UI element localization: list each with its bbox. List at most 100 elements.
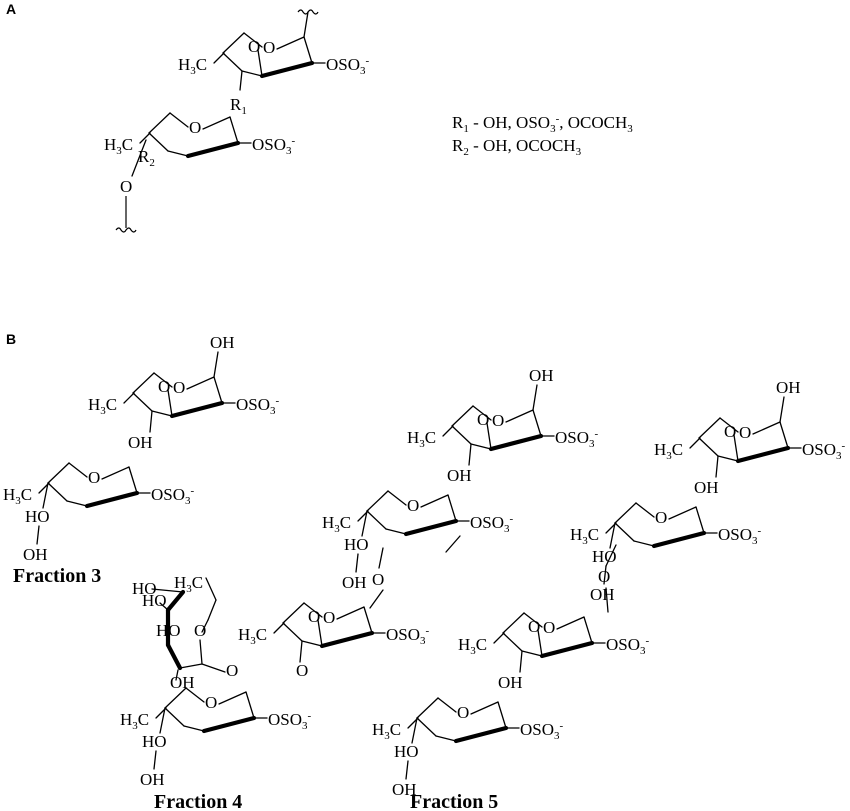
bond-line <box>719 417 739 433</box>
ring-oxygen-label: O <box>492 411 504 430</box>
bond-line <box>148 112 171 134</box>
bond-line <box>502 612 525 634</box>
bond-line <box>633 540 655 547</box>
bond-line <box>447 494 457 522</box>
methyl-group-label: H3C <box>174 573 203 595</box>
ring-front-bond <box>84 490 140 509</box>
ring-oxygen-label: O <box>189 118 201 137</box>
bond-line <box>532 384 538 411</box>
bond-line <box>355 553 359 573</box>
bond-line <box>213 376 223 404</box>
bond-line <box>164 687 187 709</box>
bond-line <box>132 372 155 394</box>
bond-line <box>468 443 472 466</box>
bond-line <box>222 52 243 72</box>
hydroxyl-label: HO <box>142 732 167 751</box>
bond-line <box>201 663 226 673</box>
bond-line <box>175 669 179 681</box>
bond-line <box>153 750 157 770</box>
bond-line <box>241 70 263 77</box>
bond-line <box>605 587 609 613</box>
bond-line <box>245 691 255 719</box>
ring-oxygen-label: O <box>457 703 469 722</box>
bond-line <box>303 602 323 618</box>
bond-line <box>366 510 387 530</box>
sulfate-group-label: OSO3- <box>718 525 762 547</box>
bond-line <box>299 640 303 663</box>
wavy-chain-end <box>297 9 319 15</box>
bond-line <box>521 650 543 657</box>
glycosidic-oxygen-label: O <box>372 570 384 589</box>
bond-line <box>779 396 785 423</box>
bond-line <box>282 602 305 624</box>
sulfate-group-label: OSO3- <box>151 485 195 507</box>
glycosidic-linkage: O <box>598 544 617 613</box>
panel-a-label: A <box>6 1 16 17</box>
bond-line <box>502 632 523 652</box>
hydroxyl-label: HO <box>156 621 181 640</box>
bond-line <box>151 588 184 593</box>
bond-line <box>213 52 225 64</box>
glycosidic-linkage: O <box>369 535 461 609</box>
bond-line <box>42 482 49 509</box>
bond-line <box>378 547 384 569</box>
bond-line <box>689 437 701 449</box>
ring-front-bond <box>201 715 257 734</box>
bond-line <box>169 112 189 128</box>
bond-line <box>151 410 173 417</box>
ring-front-bond <box>169 400 225 419</box>
r1-label: R1 <box>230 95 247 117</box>
ring-oxygen-label: O <box>323 608 335 627</box>
bond-line <box>752 421 781 435</box>
bond-line <box>420 494 449 508</box>
bond-line <box>148 132 169 152</box>
bond-line <box>715 455 719 478</box>
bond-line <box>470 443 492 450</box>
ring-oxygen-label: O <box>543 618 555 637</box>
bond-line <box>179 663 203 669</box>
bond-line <box>366 490 389 512</box>
glycosidic-oxygen-label: O <box>308 607 320 626</box>
bond-line <box>153 372 173 388</box>
ring-oxygen-label: O <box>655 508 667 527</box>
hydroxyl-label: HO <box>132 579 157 598</box>
r2-label: R2 <box>138 147 155 169</box>
bond-line <box>317 619 323 647</box>
bond-line <box>202 116 231 130</box>
ring-front-bond <box>165 642 183 671</box>
bond-line <box>66 500 88 507</box>
bond-line <box>635 502 655 518</box>
ring-front-bond <box>403 518 459 537</box>
hydroxyl-label: OH <box>140 770 165 789</box>
bond-line <box>717 455 739 462</box>
ring-front-bond <box>453 725 509 744</box>
ring-oxygen-label: O <box>407 496 419 515</box>
hydroxyl-label: OH <box>342 573 367 592</box>
bond-line <box>276 36 305 50</box>
bond-line <box>486 422 492 450</box>
bond-line <box>387 490 407 506</box>
hydroxyl-label: OH <box>170 673 195 692</box>
bond-line <box>167 389 173 417</box>
bond-line <box>556 616 585 630</box>
anomeric-hydroxyl-label: OH <box>210 333 235 352</box>
methyl-group-label: H3C <box>3 485 32 507</box>
ring-front-bond <box>259 60 315 79</box>
bond-line <box>68 462 88 478</box>
bond-line <box>668 506 697 520</box>
bond-line <box>472 405 492 421</box>
glycosidic-oxygen-label: O <box>477 410 489 429</box>
glycosidic-oxygen-label: O <box>120 177 132 196</box>
bond-line <box>185 687 205 703</box>
bond-line <box>132 392 153 412</box>
hydroxyl-label: OH <box>447 466 472 485</box>
bond-line <box>583 616 593 644</box>
bond-line <box>131 139 147 177</box>
